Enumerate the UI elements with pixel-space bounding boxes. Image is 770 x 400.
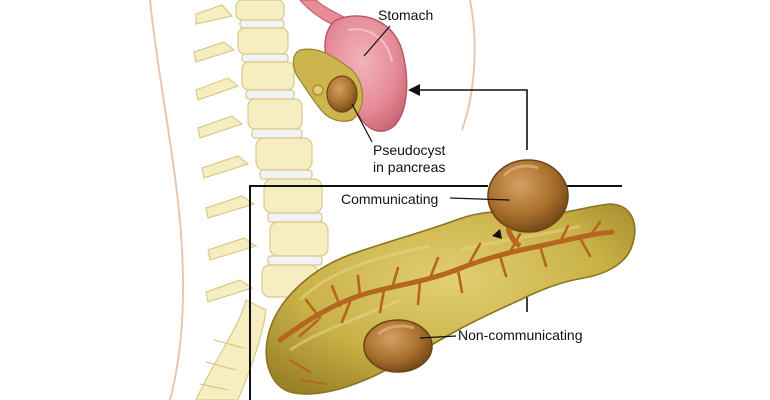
stomach-label: Stomach [378, 7, 434, 23]
communicating-label: Communicating [341, 191, 439, 207]
pseudocyst-small [326, 75, 358, 113]
noncommunicating-cyst [363, 319, 433, 373]
spine [193, 0, 329, 400]
noncommunicating-label: Non-communicating [458, 327, 583, 343]
communicating-cyst [487, 159, 569, 233]
pseudocyst-label-line1: Pseudocyst [373, 142, 446, 158]
body-outline-back [149, 0, 185, 400]
leader-lines [351, 25, 511, 339]
enlargement-frame [249, 185, 622, 400]
pseudocyst-label-line2: in pancreas [373, 159, 446, 175]
arrow-head-icon [408, 84, 420, 96]
body-outline-front [461, 0, 476, 131]
arrow-head-icon [492, 229, 502, 239]
